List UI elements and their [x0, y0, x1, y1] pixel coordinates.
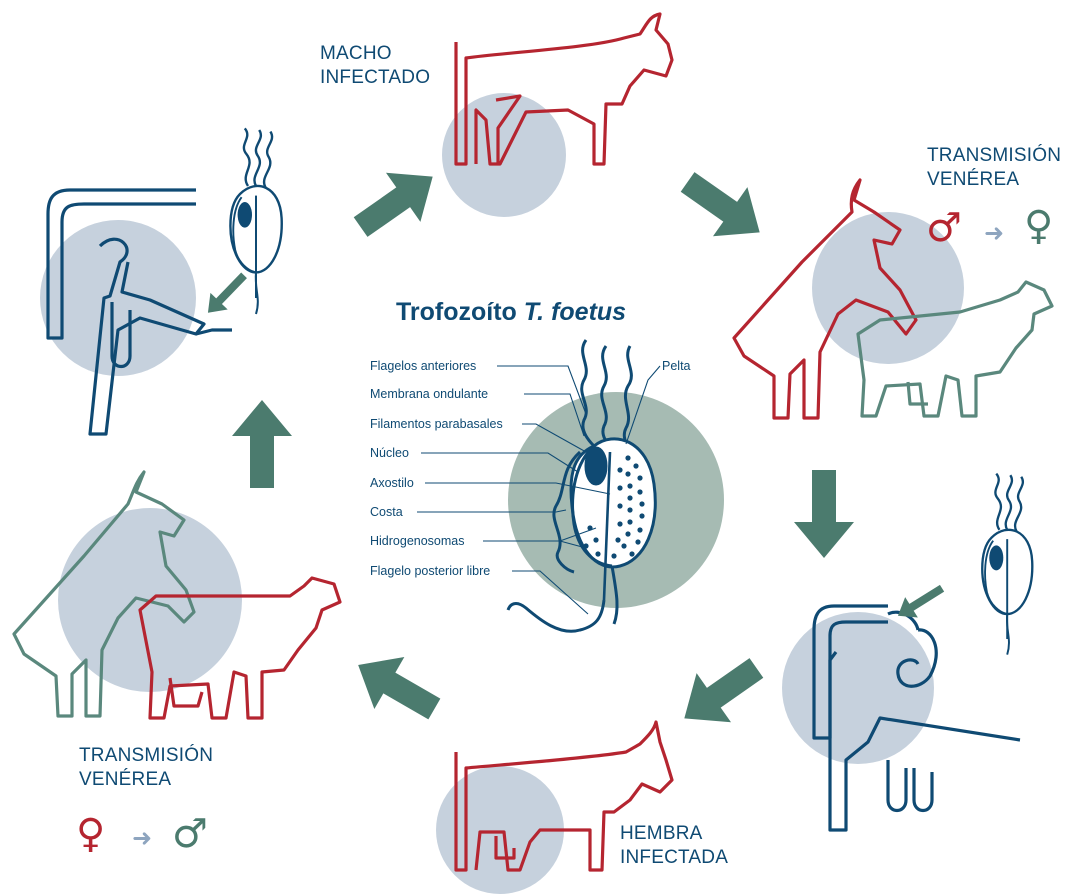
- label-line: VENÉREA: [79, 768, 213, 792]
- title-species: T. foetus: [524, 298, 626, 326]
- part-label-parabasal-filaments: Filamentos parabasales: [370, 417, 503, 431]
- label-line: INFECTADO: [320, 66, 430, 90]
- arrow-icon: [199, 267, 252, 321]
- arrow-icon: ➜: [132, 826, 152, 850]
- arrow-icon: [794, 470, 854, 558]
- label-line: TRANSMISIÓN: [927, 144, 1061, 168]
- arrow-icon: [667, 643, 774, 743]
- arrow-icon: [343, 152, 449, 252]
- part-label-costa: Costa: [370, 505, 403, 519]
- part-label-nucleus: Núcleo: [370, 446, 409, 460]
- part-label-anterior-flagella: Flagelos anteriores: [370, 359, 476, 373]
- arrow-icon: [232, 400, 292, 488]
- label-venereal-transmission-top: TRANSMISIÓN VENÉREA: [927, 144, 1061, 192]
- part-label-hydrogenosomes: Hidrogenosomas: [370, 534, 465, 548]
- arrow-icon: ➜: [984, 221, 1004, 245]
- label-line: VENÉREA: [927, 168, 1061, 192]
- title-text: Trofozoíto: [396, 298, 517, 326]
- label-line: INFECTADA: [620, 846, 728, 870]
- label-venereal-transmission-bottom: TRANSMISIÓN VENÉREA: [79, 744, 213, 792]
- part-label-pelta: Pelta: [662, 359, 691, 373]
- male-symbol-icon: ♂: [926, 208, 962, 248]
- arrow-icon: [892, 578, 949, 626]
- female-symbol-icon: ♀: [1024, 206, 1053, 246]
- part-label-undulating-membrane: Membrana ondulante: [370, 387, 488, 401]
- female-symbol-icon: ♀: [76, 814, 105, 854]
- label-male-infected: MACHO INFECTADO: [320, 42, 430, 90]
- male-symbol-icon: ♂: [172, 814, 208, 854]
- trophozoite-icon: [982, 474, 1032, 655]
- arrow-icon: [343, 639, 449, 735]
- label-line: HEMBRA: [620, 822, 728, 846]
- label-line: MACHO: [320, 42, 430, 66]
- part-label-posterior-flagellum: Flagelo posterior libre: [370, 564, 490, 578]
- label-line: TRANSMISIÓN: [79, 744, 213, 768]
- diagram-title: Trofozoíto T. foetus: [396, 298, 696, 327]
- arrow-icon: [670, 157, 777, 257]
- part-label-axostyle: Axostilo: [370, 476, 414, 490]
- label-female-infected: HEMBRA INFECTADA: [620, 822, 728, 870]
